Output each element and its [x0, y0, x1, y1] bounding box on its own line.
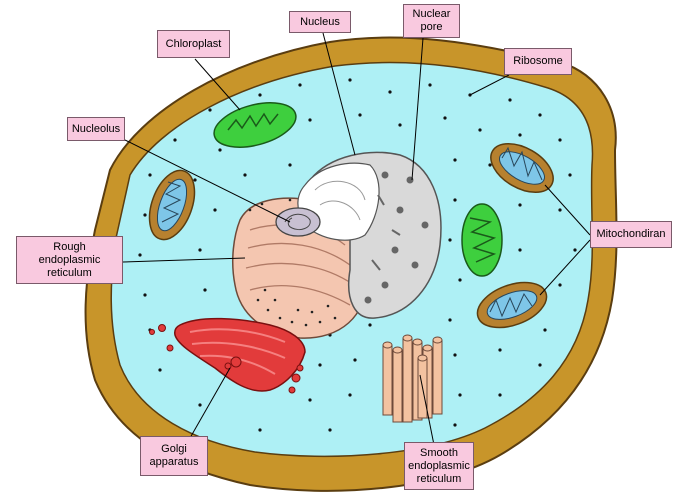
label-nucleus: Nucleus	[289, 11, 351, 33]
label-nuclear-pore: Nuclear pore	[403, 4, 460, 38]
nucleolus	[276, 208, 320, 236]
label-ribosome: Ribosome	[504, 48, 572, 75]
label-rough-er: Rough endoplasmic reticulum	[16, 236, 123, 284]
label-smooth-er: Smooth endoplasmic reticulum	[404, 442, 474, 490]
smooth-er	[383, 335, 442, 422]
label-chloroplast: Chloroplast	[157, 30, 230, 58]
label-nucleolus: Nucleolus	[67, 117, 125, 141]
chloroplast-right	[462, 204, 502, 276]
label-golgi: Golgi apparatus	[140, 436, 208, 476]
label-mitochondrian: Mitochondiran	[590, 221, 672, 248]
